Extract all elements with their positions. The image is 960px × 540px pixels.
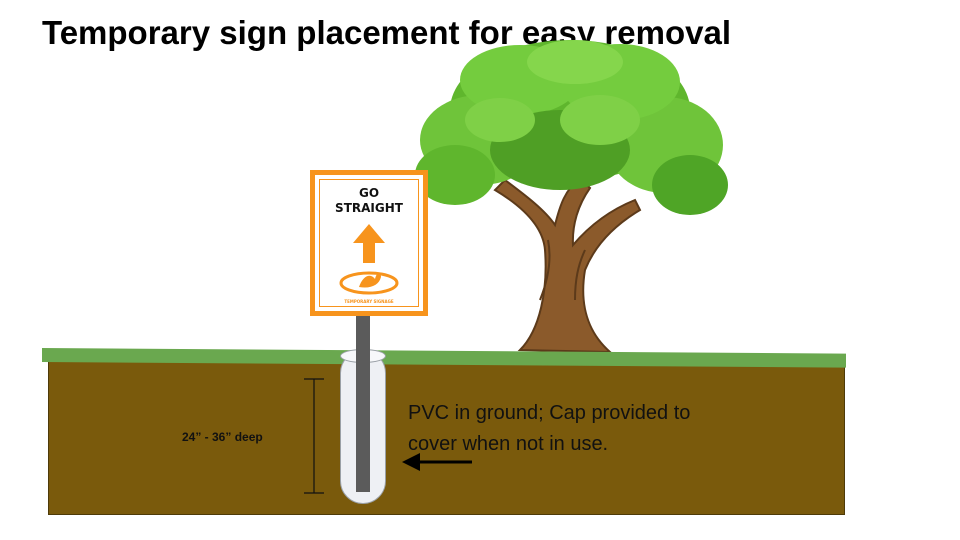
sign-footer-text: TEMPORARY SIGNAGE — [344, 299, 394, 304]
logo-icon — [339, 271, 399, 295]
pvc-caption: PVC in ground; Cap provided to cover whe… — [408, 398, 690, 460]
sign-board: GO STRAIGHT TEMPORARY SIGNAGE — [310, 170, 428, 316]
soil — [48, 359, 845, 515]
sign-line-2: STRAIGHT — [335, 201, 403, 215]
sign-pole — [356, 310, 370, 492]
sign-line-1: GO — [358, 186, 380, 200]
tree-canopy — [415, 40, 728, 215]
sign-inner-border — [319, 179, 419, 307]
pvc-caption-line-1: PVC in ground; Cap provided to — [408, 402, 691, 424]
pvc-caption-line-2: cover when not in use. — [408, 433, 609, 455]
arrow-up-icon — [353, 224, 385, 263]
depth-label: 24” - 36” deep — [182, 430, 263, 444]
